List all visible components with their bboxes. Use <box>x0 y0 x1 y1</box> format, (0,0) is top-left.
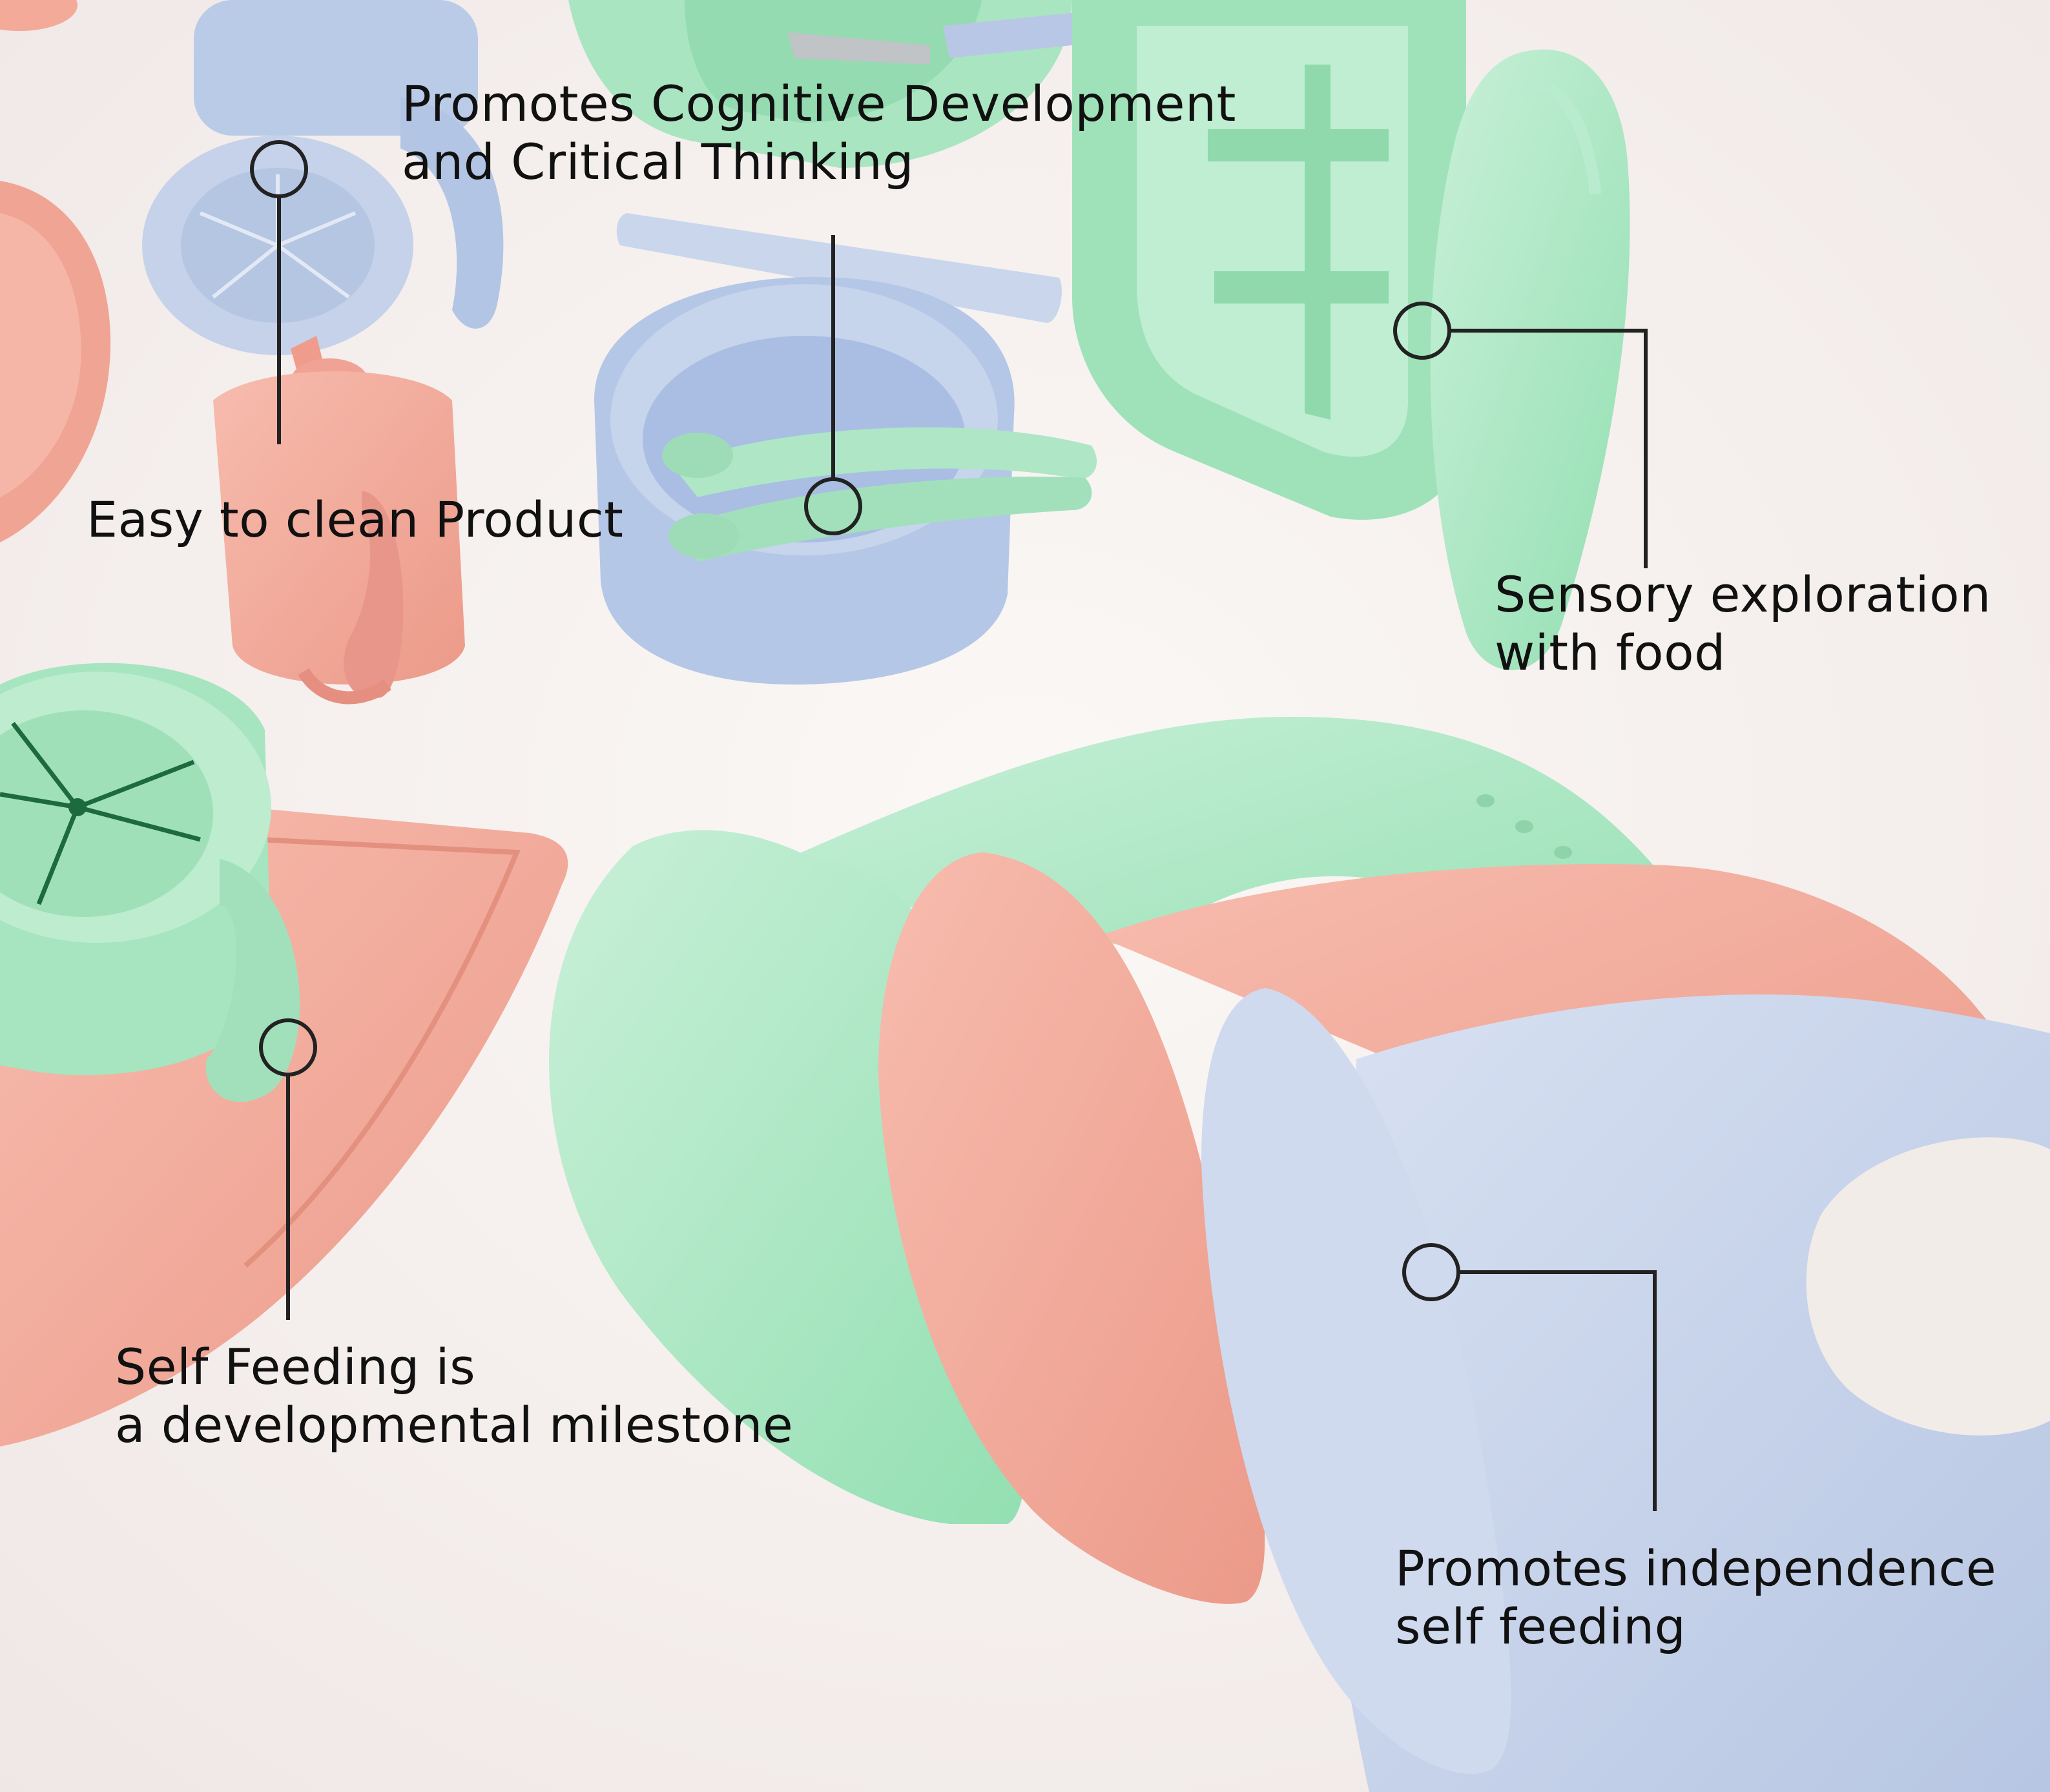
callout-line: Promotes independence <box>1395 1540 1997 1597</box>
mint-divided-plate <box>568 0 1072 168</box>
callout-line: Sensory exploration <box>1495 566 1991 623</box>
peach-sippy-cup <box>213 336 465 705</box>
callout-connectors <box>250 140 1657 1511</box>
callout-line: with food <box>1495 624 1726 681</box>
callout-label-self-feeding-milestone: Self Feeding is a developmental mileston… <box>115 1338 793 1454</box>
callout-label-independence: Promotes independence self feeding <box>1395 1540 1996 1656</box>
mint-bento-box <box>1072 0 1630 670</box>
mint-snack-cup <box>0 663 300 1102</box>
callout-label-easy-to-clean: Easy to clean Product <box>87 491 623 549</box>
callout-line: self feeding <box>1395 1598 1686 1655</box>
callout-label-cognitive-development: Promotes Cognitive Development and Criti… <box>402 75 1236 191</box>
callout-line: Self Feeding is <box>115 1338 476 1395</box>
peach-plate <box>0 0 111 542</box>
callout-line: a developmental milestone <box>115 1396 794 1454</box>
callout-line: Easy to clean Product <box>87 491 624 548</box>
callout-line: and Critical Thinking <box>402 133 915 191</box>
blue-bib <box>1201 988 2050 1792</box>
callout-label-sensory-exploration: Sensory exploration with food <box>1495 566 1991 682</box>
callout-line: Promotes Cognitive Development <box>402 75 1236 132</box>
blue-bowl <box>594 213 1097 685</box>
